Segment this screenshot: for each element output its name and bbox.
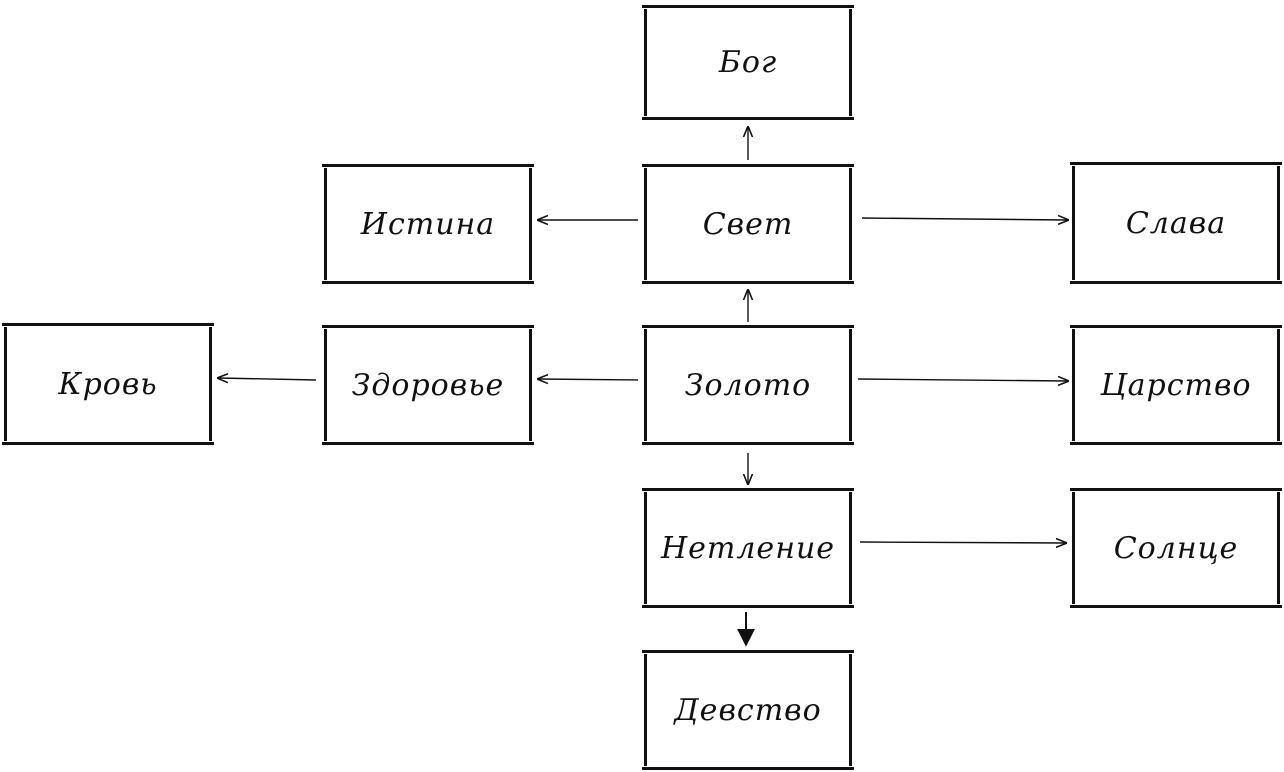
node-devstvo: Девство (642, 650, 854, 770)
edge-netlenie-solntse (859, 542, 1066, 543)
node-bog: Бог (642, 5, 854, 120)
node-istina: Истина (322, 164, 534, 284)
edge-zoloto-tsarstvo (857, 379, 1068, 381)
node-tsarstvo: Царство (1070, 325, 1282, 445)
node-solntse: Солнце (1070, 488, 1282, 608)
node-netlenie: Нетление (642, 488, 854, 608)
edge-zdorovye-krov (218, 378, 317, 380)
node-netlenie-label: Нетление (660, 530, 836, 566)
node-krov-label: Кровь (58, 366, 158, 402)
node-bog-label: Бог (718, 45, 778, 80)
node-istina-label: Истина (360, 206, 496, 242)
node-zoloto: Золото (642, 325, 854, 445)
edge-svet-slava (861, 218, 1068, 220)
edge-zoloto-zdorovye (538, 379, 639, 380)
node-slava-label: Слава (1125, 205, 1227, 241)
node-svet-label: Свет (702, 206, 794, 242)
node-zdorovye: Здоровье (322, 325, 534, 445)
node-svet: Свет (642, 164, 854, 284)
node-krov: Кровь (2, 323, 214, 445)
node-devstvo-label: Девство (674, 692, 822, 728)
node-zdorovye-label: Здоровье (351, 367, 505, 403)
node-solntse-label: Солнце (1113, 530, 1239, 566)
node-zoloto-label: Золото (684, 367, 812, 403)
node-tsarstvo-label: Царство (1100, 367, 1252, 403)
node-slava: Слава (1070, 162, 1282, 284)
